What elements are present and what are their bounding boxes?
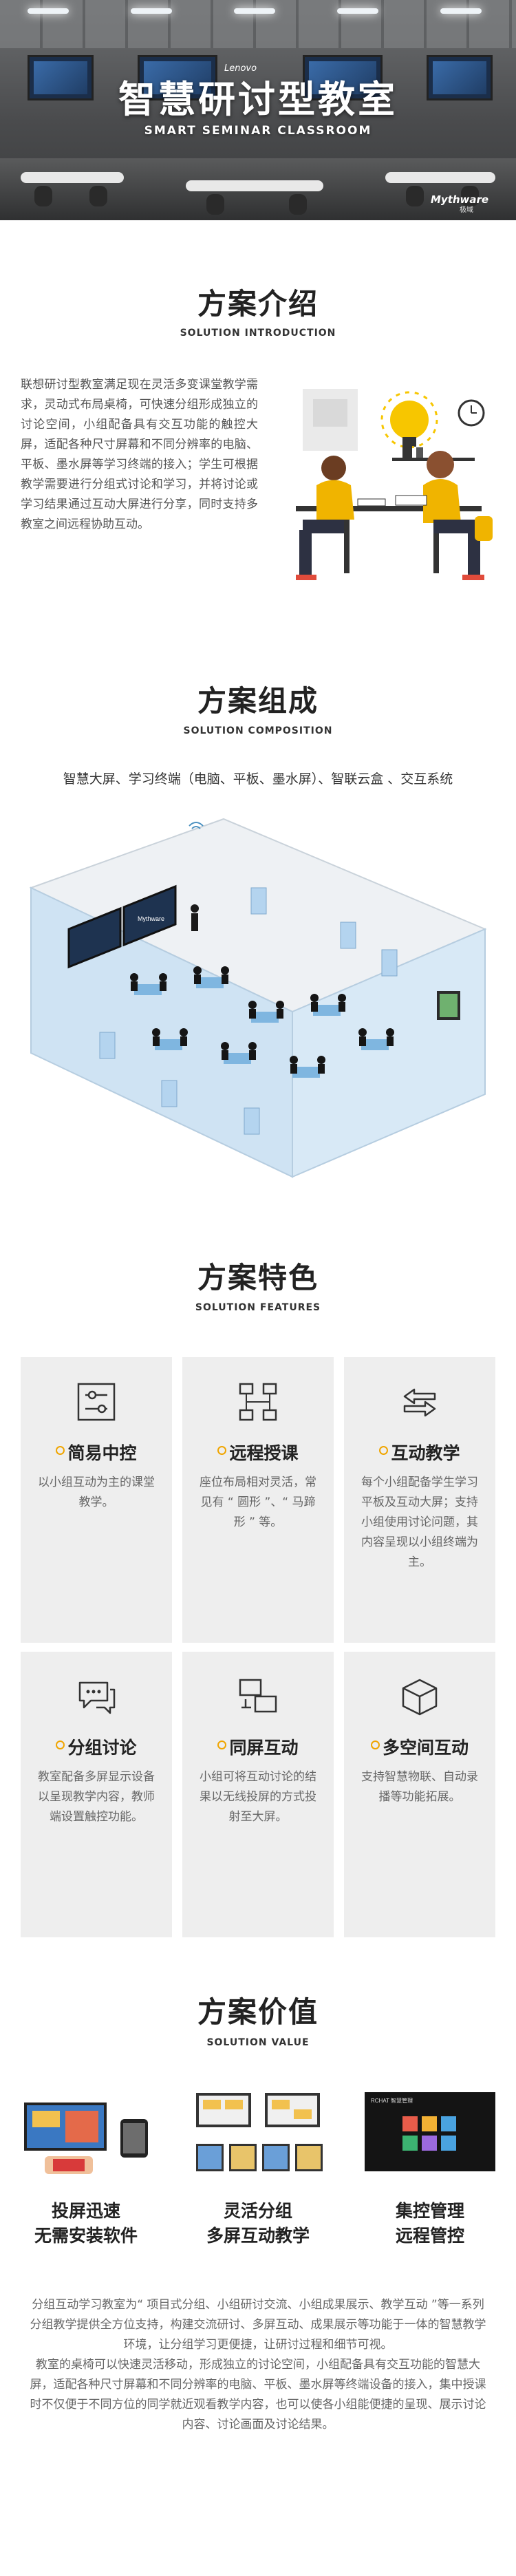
composition-components: 智慧大屏、学习终端（电脑、平板、墨水屏）、智联云盒 、交互系统 <box>63 771 453 787</box>
brand-logo-text: Mythware <box>431 193 489 206</box>
classroom-chair <box>89 186 107 206</box>
screen-brand-text: Lenovo <box>224 63 257 74</box>
intro-body: 联想研讨型教室满足现在灵活多变课堂教学需求，灵动式布局桌椅，可快速分组形成独立的… <box>21 378 258 531</box>
classroom-table <box>186 180 323 191</box>
ceiling-lamp <box>440 8 482 14</box>
classroom-isometric-diagram: Mythware <box>29 818 487 1178</box>
intro-subtitle: SOLUTION INTRODUCTION <box>180 328 336 339</box>
accent-ring <box>217 1445 227 1455</box>
value-caption-management: 集控管理 远程管控 <box>395 2201 464 2246</box>
wall-screen <box>28 55 94 100</box>
chat-bubbles-icon <box>78 1681 116 1714</box>
accent-ring <box>217 1740 227 1749</box>
accent-ring <box>56 1445 65 1455</box>
students-studying-illustration <box>296 389 493 580</box>
value-description: 分组互动学习教室为“ 项目式分组、小组研讨交流、小组成果展示、教学互动 ”等一系… <box>28 2295 488 2435</box>
feature-body: 座位布局相对灵活，常见有 “ 圆形 ”、“ 马蹄形 ” 等。 <box>200 1476 316 1529</box>
features-subtitle: SOLUTION FEATURES <box>195 1302 321 1313</box>
network-icon <box>239 1383 277 1421</box>
value-paragraph-2: 教室的桌椅可以快速灵活移动，形成独立的讨论空间，小组配备具有交互功能的智慧大屏，… <box>30 2358 486 2431</box>
classroom-chair <box>206 194 224 215</box>
mgmt-screen-title: RCHAT 智慧管理 <box>371 2097 413 2104</box>
feature-card-simple-control: 简易中控 以小组互动为主的课堂教学。 <box>21 1357 172 1643</box>
feature-card-multi-space: 多空间互动 支持智慧物联、自动录播等功能拓展。 <box>344 1652 495 1937</box>
ceiling-lamp <box>337 8 378 14</box>
hero-banner: Lenovo 智慧研讨型教室 SMART SEMINAR CLASSROOM M… <box>0 0 516 220</box>
classroom-chair <box>289 194 307 215</box>
feature-body: 教室配备多屏显示设备以呈现教学内容，教师端设置触控功能。 <box>38 1770 155 1824</box>
classroom-table <box>21 172 124 183</box>
feature-body: 小组可将互动讨论的结果以无线投屏的方式投射至大屏。 <box>200 1770 316 1824</box>
hero-title: 智慧研讨型教室 <box>118 78 398 121</box>
feature-title: 简易中控 <box>21 1440 172 1465</box>
intro-title: 方案介绍 <box>197 287 319 321</box>
hero-subtitle: SMART SEMINAR CLASSROOM <box>144 124 372 138</box>
hero-ceiling <box>0 0 516 48</box>
sliders-icon <box>77 1383 116 1421</box>
feature-card-screen-interaction: 同屏互动 小组可将互动讨论的结果以无线投屏的方式投射至大屏。 <box>182 1652 334 1937</box>
central-management-illustration: RCHAT 智慧管理 <box>365 2092 495 2171</box>
value-subtitle: SOLUTION VALUE <box>206 2037 310 2048</box>
classroom-chair <box>406 186 424 206</box>
wall-screen <box>427 55 493 100</box>
feature-title: 远程授课 <box>182 1440 334 1465</box>
ceiling-lamp <box>131 8 172 14</box>
feature-body: 每个小组配备学生学习平板及互动大屏；支持小组使用讨论问题，其内容呈现以小组终端为… <box>361 1476 478 1569</box>
feature-title: 互动教学 <box>344 1440 495 1465</box>
value-title: 方案价值 <box>197 1995 319 2029</box>
features-title: 方案特色 <box>197 1261 319 1295</box>
value-paragraph-1: 分组互动学习教室为“ 项目式分组、小组研讨交流、小组成果展示、教学互动 ”等一系… <box>30 2298 486 2352</box>
accent-ring <box>370 1740 380 1749</box>
swap-arrows-icon <box>403 1388 436 1417</box>
brand-logo: Mythware 极域 <box>431 193 506 214</box>
feature-title: 分组讨论 <box>21 1734 172 1759</box>
screen-mirror-icon <box>239 1679 277 1713</box>
classroom-chair <box>461 186 479 206</box>
ceiling-lamp <box>28 8 69 14</box>
wall-screen <box>303 55 383 100</box>
feature-card-interactive-teaching: 互动教学 每个小组配备学生学习平板及互动大屏；支持小组使用讨论问题，其内容呈现以… <box>344 1357 495 1643</box>
cube-icon <box>402 1679 438 1716</box>
accent-ring <box>56 1740 65 1749</box>
feature-title: 同屏互动 <box>182 1734 334 1759</box>
feature-title: 多空间互动 <box>344 1734 495 1759</box>
composition-subtitle: SOLUTION COMPOSITION <box>183 725 333 736</box>
composition-title: 方案组成 <box>197 684 319 718</box>
classroom-table <box>385 172 495 183</box>
ceiling-lamp <box>234 8 275 14</box>
feature-card-group-discussion: 分组讨论 教室配备多屏显示设备以呈现教学内容，教师端设置触控功能。 <box>21 1652 172 1937</box>
feature-body: 支持智慧物联、自动录播等功能拓展。 <box>361 1770 478 1804</box>
wall-screen <box>138 55 217 100</box>
feature-card-remote-teaching: 远程授课 座位布局相对灵活，常见有 “ 圆形 ”、“ 马蹄形 ” 等。 <box>182 1357 334 1643</box>
screen-brand: Mythware <box>138 915 164 922</box>
feature-body: 以小组互动为主的课堂教学。 <box>38 1476 155 1509</box>
screen-casting-illustration <box>24 2103 148 2174</box>
accent-ring <box>379 1445 389 1455</box>
group-screens-illustration <box>196 2093 323 2171</box>
classroom-chair <box>34 186 52 206</box>
brand-logo-cn: 极域 <box>460 206 473 214</box>
value-caption-casting: 投屏迅速 无需安装软件 <box>34 2201 138 2246</box>
value-caption-grouping: 灵活分组 多屏互动教学 <box>206 2201 310 2246</box>
